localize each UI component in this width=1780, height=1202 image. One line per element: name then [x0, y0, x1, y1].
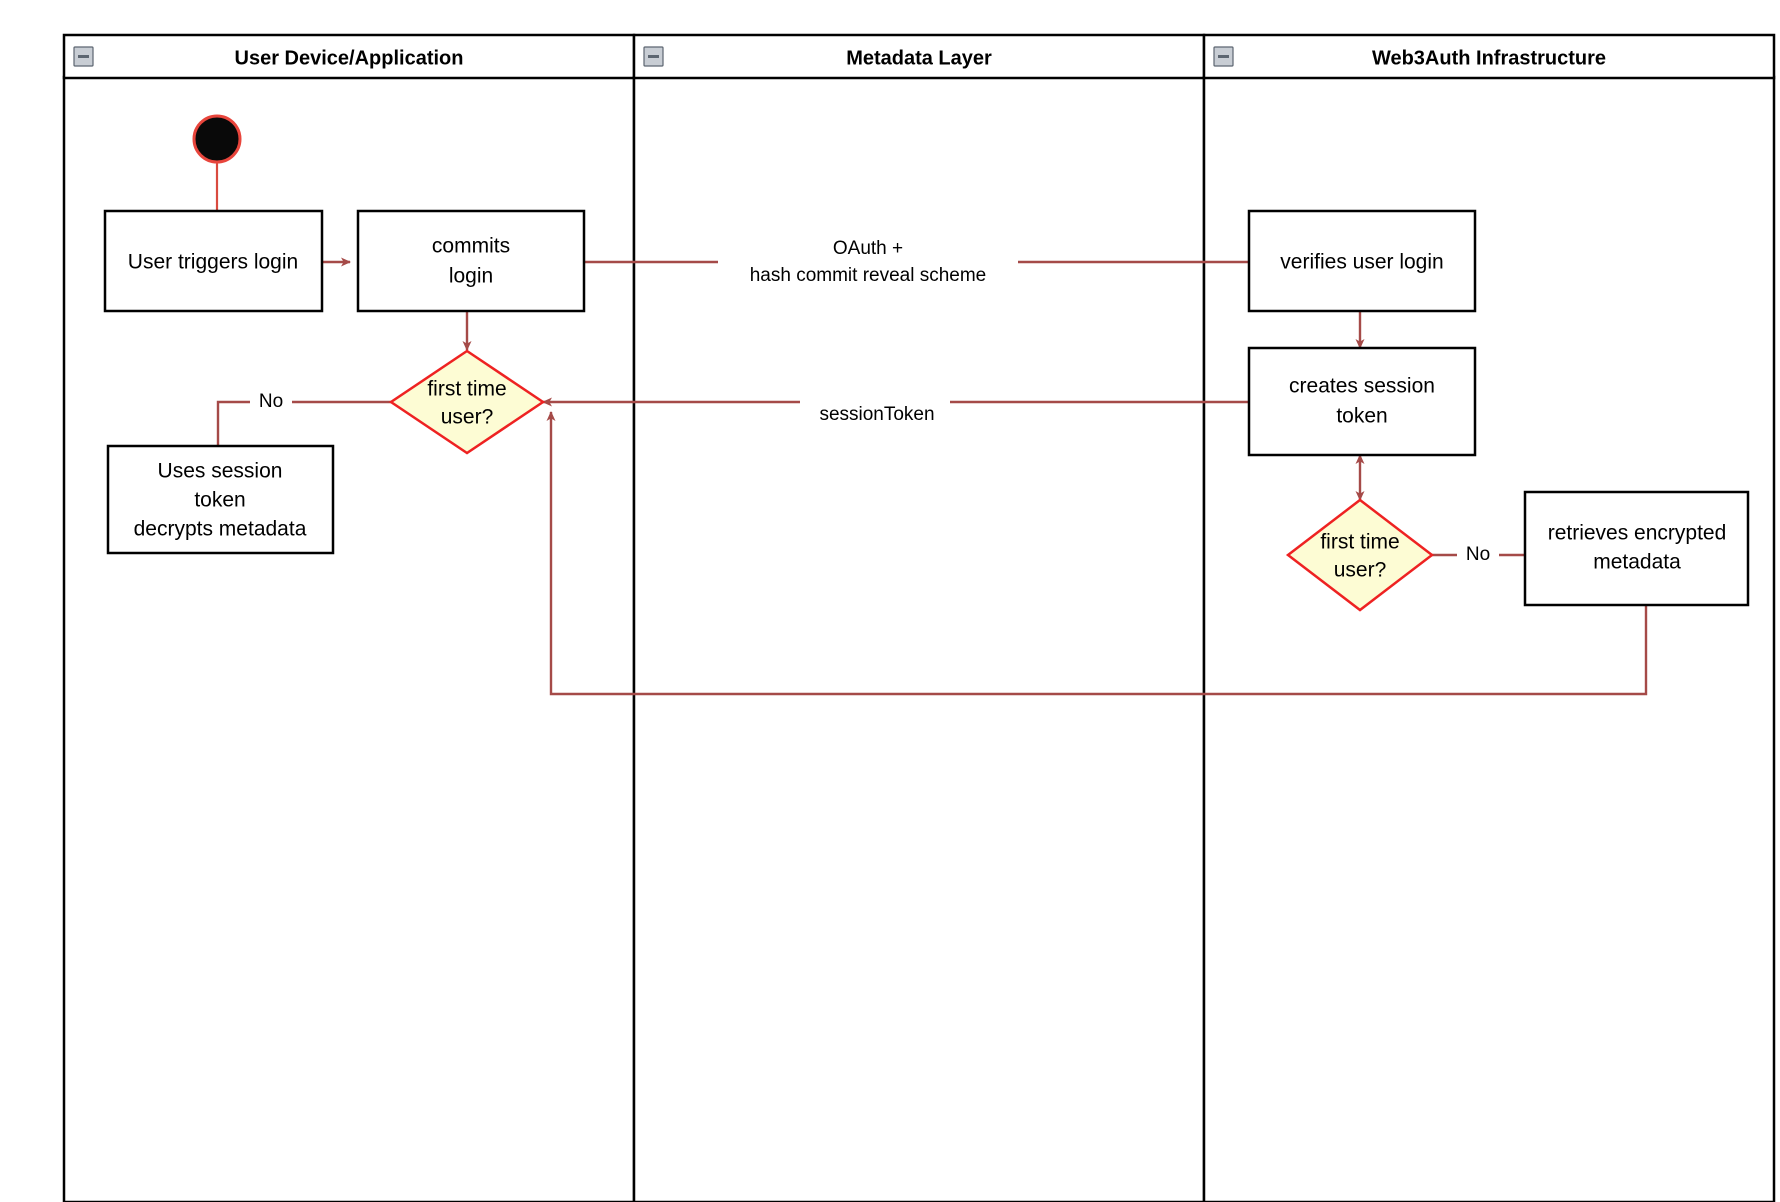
node-label-line1: creates session	[1289, 375, 1435, 398]
nodes-group: User triggers login commits login first …	[103, 114, 1750, 612]
edge-label-line1: OAuth +	[833, 238, 903, 259]
node-decision-first-time-user-right[interactable]: first time user?	[1285, 498, 1435, 612]
node-uses-session-token[interactable]: Uses session token decrypts metadata	[106, 444, 335, 555]
collapse-minus-icon[interactable]	[73, 46, 94, 67]
node-label-line1: commits	[432, 235, 510, 258]
node-label: verifies user login	[1280, 251, 1443, 274]
swimlane-header-metadata	[632, 33, 1206, 80]
swimlane-header-web3auth	[1202, 33, 1776, 80]
edge-label-text: No	[1466, 544, 1490, 565]
node-user-triggers-login[interactable]: User triggers login	[103, 209, 324, 313]
edge-label-no-left: No	[250, 389, 292, 415]
edge-retrieves-to-decision-left	[546, 411, 1648, 696]
edge-label-line2: hash commit reveal scheme	[750, 265, 987, 286]
edge-label-text: No	[259, 391, 283, 412]
node-commits-login[interactable]: commits login	[356, 209, 586, 313]
node-label-line3: decrypts metadata	[134, 518, 307, 541]
edge-label-oauth: OAuth + hash commit reveal scheme	[718, 235, 1018, 291]
node-decision-first-time-user-left[interactable]: first time user?	[388, 349, 546, 455]
collapse-minus-icon[interactable]	[643, 46, 664, 67]
edge-label-no-right: No	[1457, 542, 1499, 568]
node-label-line1: first time	[427, 378, 506, 401]
swimlane-header-user-device	[62, 33, 636, 80]
edge-label-session-token: sessionToken	[800, 399, 950, 425]
node-label-line2: metadata	[1593, 551, 1681, 574]
edge-decision-left-no-to-uses-session-token	[216, 400, 399, 446]
node-verifies-user-login[interactable]: verifies user login	[1247, 209, 1477, 313]
swimlane-title-web3auth: Web3Auth Infrastructure	[1372, 47, 1606, 69]
edge-labels-group: OAuth + hash commit reveal scheme sessio…	[250, 235, 1499, 568]
collapse-minus-icon[interactable]	[1213, 46, 1234, 67]
node-creates-session-token[interactable]: creates session token	[1247, 346, 1477, 457]
node-label-line2: user?	[441, 406, 494, 429]
initial-node[interactable]	[192, 114, 242, 164]
node-label-line1: first time	[1320, 531, 1399, 554]
node-label-line1: Uses session	[158, 460, 283, 483]
node-retrieves-encrypted-metadata[interactable]: retrieves encrypted metadata	[1523, 490, 1750, 607]
swimlane-title-metadata: Metadata Layer	[846, 47, 992, 69]
node-label-line1: retrieves encrypted	[1548, 522, 1727, 545]
swimlane-metadata[interactable]: Metadata Layer	[632, 33, 1206, 1202]
node-label-line2: token	[1336, 405, 1387, 428]
node-label-line2: token	[194, 489, 245, 512]
swimlane-title-user-device: User Device/Application	[235, 47, 464, 69]
node-label: User triggers login	[128, 251, 298, 274]
edge-label-text: sessionToken	[819, 404, 934, 425]
node-label-line2: login	[449, 265, 493, 288]
node-label-line2: user?	[1334, 559, 1387, 582]
